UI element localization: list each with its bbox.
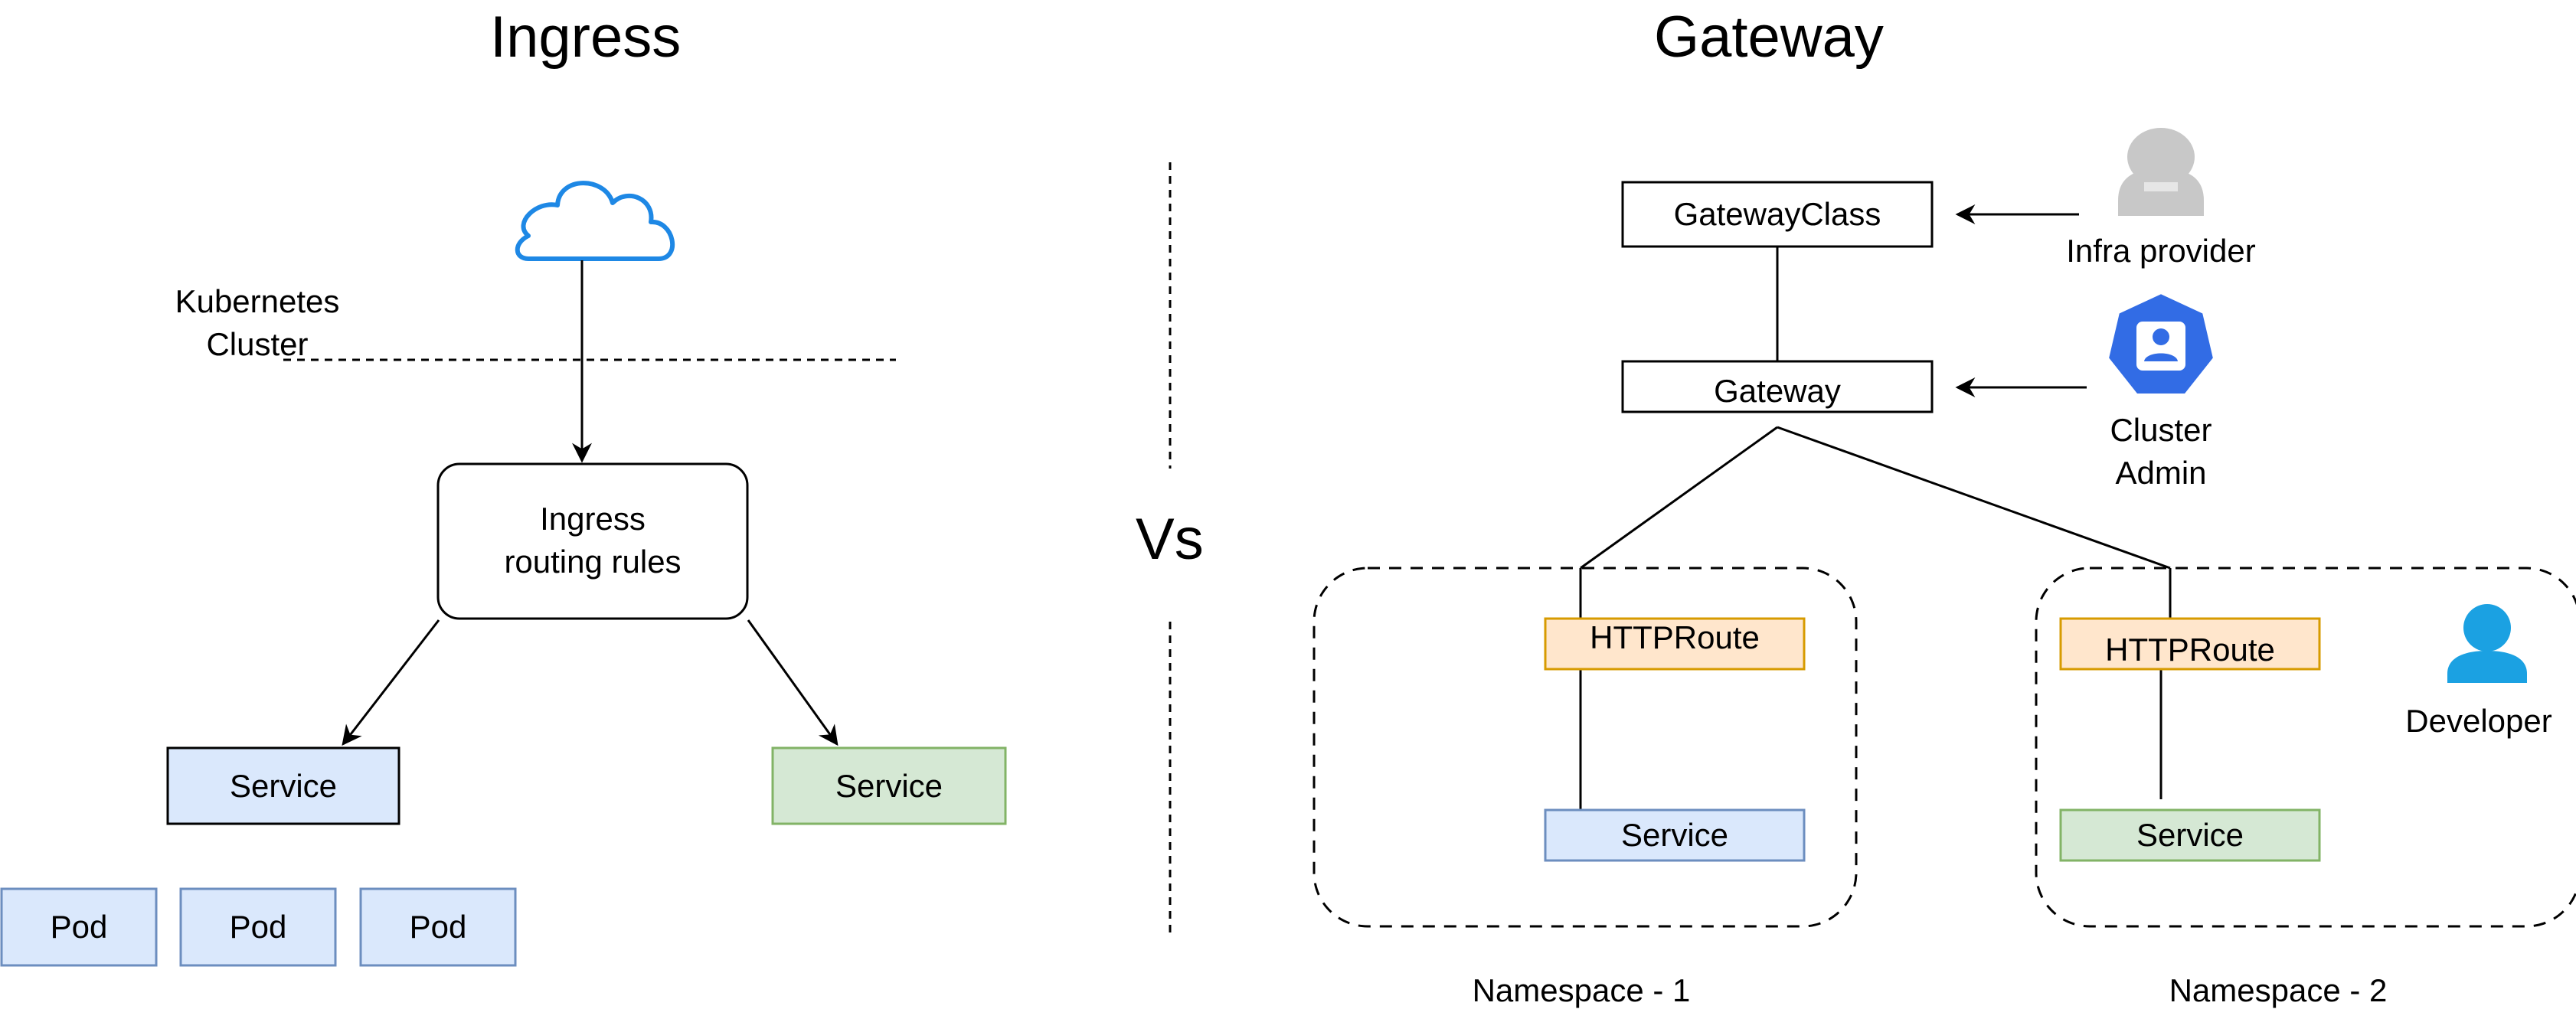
namespace-1-label: Namespace - 1: [1472, 972, 1691, 1008]
cloud-icon: [515, 181, 675, 261]
gateway-box: [1621, 360, 1934, 413]
admin-label-line2: Admin: [2115, 455, 2207, 491]
ns2-httproute-label: HTTPRoute: [2105, 632, 2275, 668]
rules-label-line1: Ingress: [540, 501, 646, 537]
ns1-httproute-label: HTTPRoute: [1590, 619, 1760, 655]
cluster-label-line2: Cluster: [206, 326, 309, 362]
kubernetes-cluster-label: Kubernetes Cluster: [150, 280, 364, 366]
gateway-label: Gateway: [1714, 373, 1841, 409]
ingress-service-right-label: Service: [835, 767, 943, 804]
infra-provider-icon: [2118, 128, 2204, 216]
gateway-to-ns1-line: [1580, 426, 1778, 570]
namespace-2-boundary: [2035, 567, 2576, 928]
pod-label-1: Pod: [50, 909, 108, 945]
versus-label: Vs: [1136, 507, 1204, 572]
pod-box-1: [0, 887, 158, 967]
developer-label: Developer: [2405, 703, 2552, 739]
namespace-1-boundary: [1313, 567, 1858, 928]
ns2-httproute-box: [2059, 617, 2321, 671]
rules-to-service-left-arrow: [342, 619, 440, 746]
ns2-service-label: Service: [2136, 817, 2244, 853]
ingress-service-left-box: [166, 746, 400, 825]
pod-label-3: Pod: [409, 909, 467, 945]
gateway-to-ns2-line: [1777, 426, 2171, 570]
rules-label-line2: routing rules: [504, 544, 682, 580]
namespace-2-label: Namespace - 2: [2169, 972, 2388, 1008]
cluster-admin-label: Cluster Admin: [2038, 409, 2283, 495]
ns1-httproute-box: [1544, 617, 1806, 671]
ns2-service-box: [2059, 808, 2321, 862]
gateway-title: Gateway: [1654, 5, 1884, 70]
pod-box-2: [179, 887, 337, 967]
developer-icon: [2447, 604, 2527, 683]
cluster-label-line1: Kubernetes: [175, 283, 340, 319]
gatewayclass-box: [1621, 181, 1934, 248]
pod-label-2: Pod: [229, 909, 287, 945]
ingress-service-right-box: [771, 746, 1007, 825]
ingress-service-left-label: Service: [229, 767, 338, 804]
infra-provider-label: Infra provider: [2066, 233, 2256, 269]
admin-label-line1: Cluster: [2110, 412, 2212, 448]
ingress-rules-label: Ingress routing rules: [438, 498, 747, 583]
pod-box-3: [359, 887, 517, 967]
cluster-admin-icon: [2105, 290, 2217, 397]
ingress-rules-box: [436, 462, 749, 620]
ingress-title: Ingress: [490, 5, 682, 70]
rules-to-service-right-arrow: [747, 619, 839, 746]
ns1-service-label: Service: [1620, 817, 1729, 853]
ns1-service-box: [1544, 808, 1806, 862]
gatewayclass-label: GatewayClass: [1673, 196, 1881, 232]
